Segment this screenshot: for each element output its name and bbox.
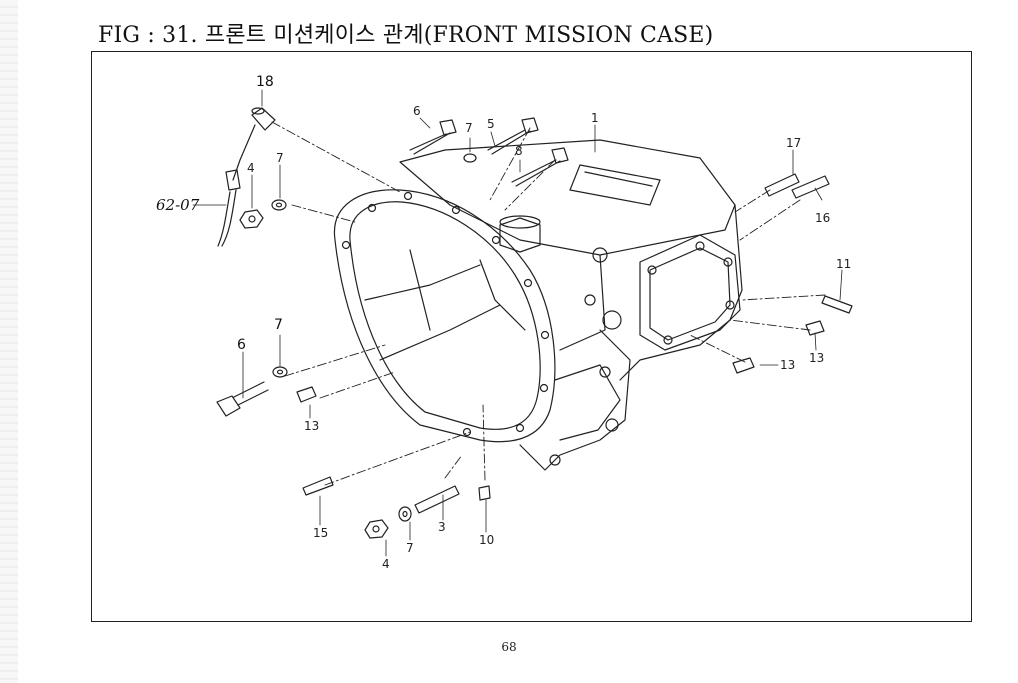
callout-10: 10 bbox=[479, 533, 494, 547]
callout-16: 16 bbox=[815, 211, 830, 225]
figure-title: FIG : 31. 프론트 미션케이스 관계(FRONT MISSION CAS… bbox=[98, 23, 714, 48]
leader-lines bbox=[192, 89, 843, 557]
callout-11: 11 bbox=[836, 257, 851, 271]
callout-3: 3 bbox=[438, 520, 446, 534]
page-number: 68 bbox=[501, 640, 517, 654]
callout-4-lower: 4 bbox=[382, 557, 390, 571]
callout-18: 18 bbox=[256, 74, 274, 90]
stud-15 bbox=[302, 476, 334, 496]
scan-edge bbox=[0, 0, 18, 683]
plug-10 bbox=[478, 485, 491, 501]
callout-1: 1 bbox=[591, 111, 599, 125]
stud-11 bbox=[821, 295, 853, 314]
stud-16 bbox=[791, 175, 830, 199]
callout-4-upper: 4 bbox=[247, 161, 255, 175]
mission-case bbox=[399, 139, 743, 471]
dowel-pin-left bbox=[296, 386, 317, 403]
stud-3 bbox=[414, 485, 460, 514]
callout-5: 5 bbox=[487, 117, 495, 131]
callout-8: 8 bbox=[515, 144, 523, 158]
elbow-fitting bbox=[217, 107, 276, 247]
callout-13-left: 13 bbox=[304, 419, 319, 433]
callout-7-upper: 7 bbox=[276, 151, 284, 165]
callout-6-upper: 6 bbox=[413, 104, 421, 118]
bolt-top-8 bbox=[511, 147, 569, 187]
bolt-top-6 bbox=[409, 119, 457, 155]
bell-housing bbox=[333, 189, 556, 443]
assembly-lines bbox=[271, 121, 826, 486]
bolt-top-5 bbox=[463, 117, 539, 163]
callout-13-right-a: 13 bbox=[780, 358, 795, 372]
callout-17: 17 bbox=[786, 136, 801, 150]
callout-7-bottom: 7 bbox=[406, 541, 414, 555]
callout-15: 15 bbox=[313, 526, 328, 540]
callout-7-lower: 7 bbox=[274, 317, 283, 333]
stud-17 bbox=[764, 173, 800, 197]
nut-washer-upper bbox=[239, 199, 287, 229]
nut-washer-lower bbox=[364, 506, 412, 539]
callout-6-lower: 6 bbox=[237, 337, 246, 353]
callout-13-right-b: 13 bbox=[809, 351, 824, 365]
dowel-pin-right-b bbox=[805, 320, 825, 336]
handwritten-reference: 62-07 bbox=[156, 196, 200, 214]
diagram-frame bbox=[91, 51, 972, 622]
callout-7-top: 7 bbox=[465, 121, 473, 135]
dowel-pin-right-a bbox=[732, 357, 755, 374]
bolt-lower-6 bbox=[216, 366, 288, 417]
